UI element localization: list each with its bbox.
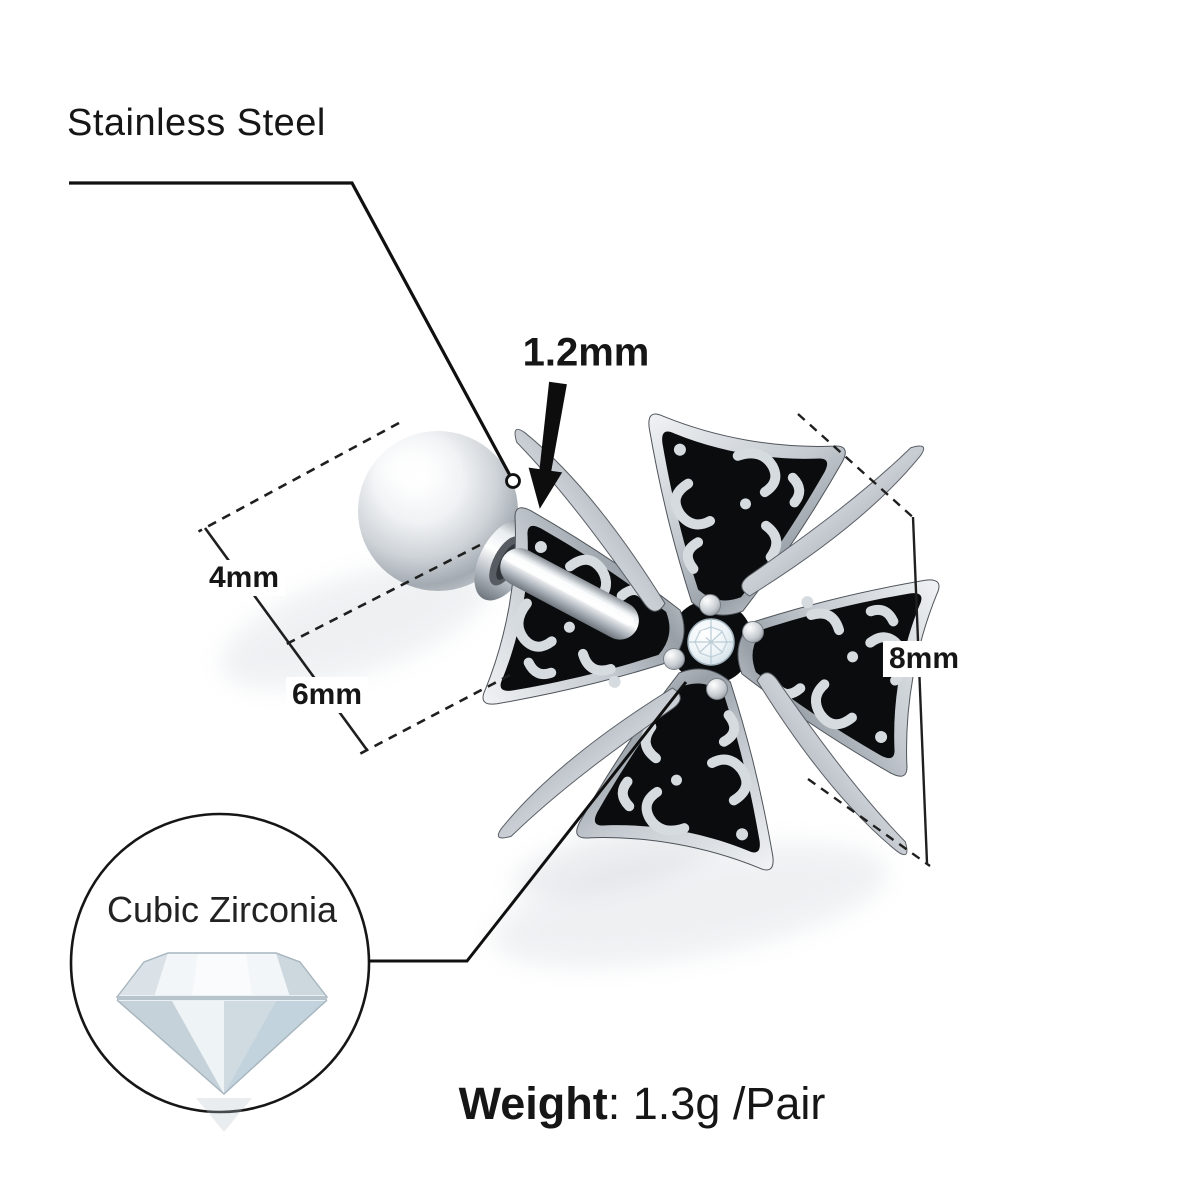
stone-leader-line bbox=[369, 681, 688, 963]
post-thickness-label: 1.2mm bbox=[522, 330, 650, 375]
right-dimension-lines bbox=[797, 413, 931, 867]
dim-extension-ball-bottom bbox=[283, 543, 481, 647]
material-leader bbox=[69, 181, 521, 489]
gem-prong bbox=[706, 678, 728, 700]
weight-caption: Weight: 1.3g /Pair bbox=[459, 1078, 826, 1130]
material-label: Stainless Steel bbox=[67, 102, 326, 144]
earring-post bbox=[500, 548, 639, 640]
dim-extension-charm-bottom bbox=[807, 778, 931, 867]
earring-ball bbox=[358, 431, 518, 591]
dim-extension-ball-top bbox=[197, 421, 400, 533]
gem-prong bbox=[663, 648, 685, 670]
cubic-zirconia-gem-image bbox=[115, 952, 329, 1132]
stone-label: Cubic Zirconia bbox=[106, 889, 338, 930]
ball-diameter-label: 4mm bbox=[202, 560, 286, 596]
leader-end-marker bbox=[505, 473, 521, 489]
dim-extension-charm-top bbox=[797, 413, 917, 521]
center-gem bbox=[663, 594, 764, 700]
charm-size-label: 8mm bbox=[882, 641, 966, 677]
dim-extension-post-end bbox=[358, 673, 511, 756]
stone-callout bbox=[69, 681, 688, 1132]
gem-prong bbox=[742, 621, 764, 643]
weight-label: Weight bbox=[458, 1078, 608, 1129]
weight-value: : 1.3g /Pair bbox=[607, 1078, 826, 1129]
gauge-arrow bbox=[528, 381, 567, 509]
dim-line-right bbox=[911, 516, 929, 864]
gem-prong bbox=[699, 594, 721, 616]
post-length-label: 6mm bbox=[285, 677, 369, 713]
